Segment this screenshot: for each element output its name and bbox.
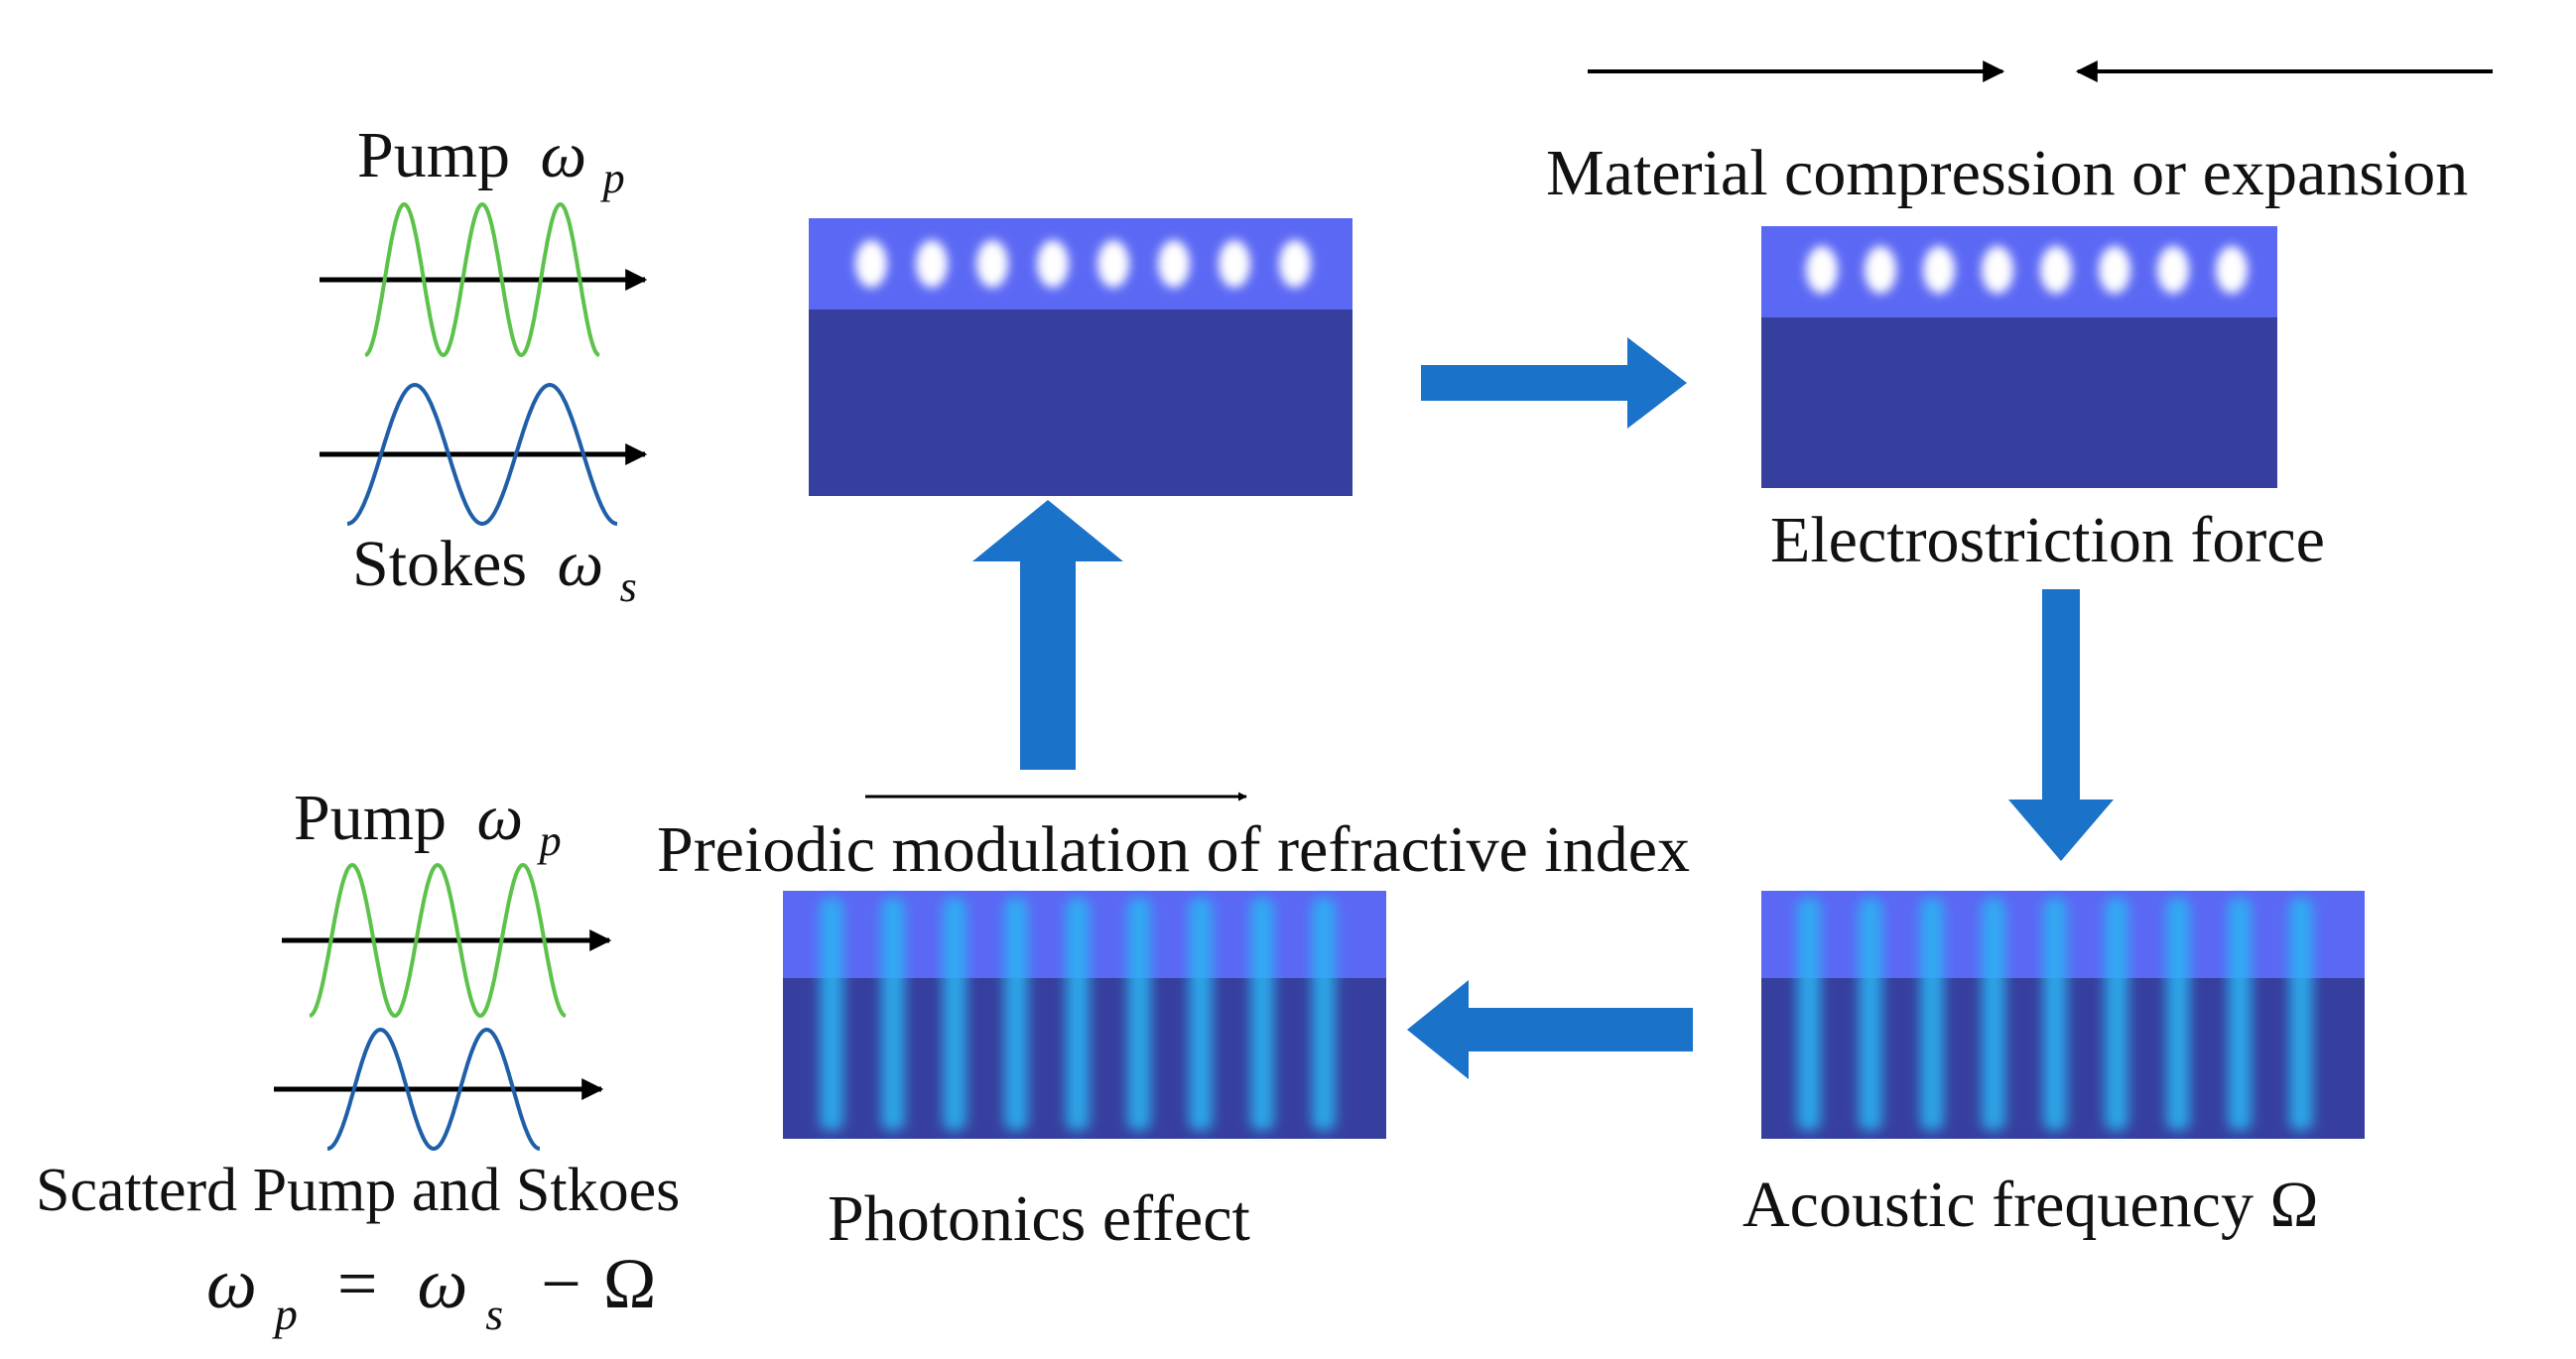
block-intensity-body — [809, 309, 1352, 496]
photonics-stripes — [820, 898, 1336, 1131]
scattered-waves: Pump ω p Scatterd Pump and Stkoes ω p = … — [36, 782, 680, 1345]
intensity-spot — [1279, 240, 1311, 288]
electrostriction-spot — [2040, 246, 2072, 294]
photonics-stripe — [1066, 898, 1090, 1131]
intensity-spot — [976, 240, 1008, 288]
stokes-top-wave — [346, 382, 618, 527]
intensity-spot — [855, 240, 887, 288]
intensity-spot — [1158, 240, 1190, 288]
pump-top-label: Pump ω p — [357, 119, 625, 202]
acoustic-stripe — [2228, 898, 2252, 1131]
intensity-spot — [916, 240, 948, 288]
input-waves: Pump ω p Stokes ω s — [320, 119, 648, 611]
electrostriction-spot — [1865, 246, 1896, 294]
pump-bottom-label: Pump ω p — [294, 782, 562, 865]
scattered-label: Scatterd Pump and Stkoes — [36, 1157, 680, 1224]
acoustic-stripe — [2289, 898, 2313, 1131]
block-acoustic — [1761, 891, 2365, 1139]
electrostriction-spot — [2157, 246, 2189, 294]
material-label: Material compression or expansion — [1546, 137, 2468, 209]
electrostriction-spot — [1982, 246, 2013, 294]
electrostriction-spot — [2216, 246, 2248, 294]
block-intensity — [809, 218, 1352, 496]
photonics-label: Photonics effect — [828, 1182, 1250, 1255]
preiodic-label: Preiodic modulation of refractive index — [657, 813, 1690, 886]
acoustic-label: Acoustic frequency Ω — [1742, 1169, 2319, 1241]
block-electrostriction — [1761, 226, 2277, 488]
stokes-bottom-wave — [326, 1027, 541, 1152]
flow-arrow-up — [972, 500, 1123, 770]
acoustic-stripe — [2166, 898, 2190, 1131]
intensity-spot — [1037, 240, 1069, 288]
frequency-equation: ω p = ω s − Ω — [206, 1244, 656, 1345]
acoustic-stripe — [2105, 898, 2128, 1131]
block-photonics — [783, 891, 1386, 1139]
acoustic-stripe — [1797, 898, 1821, 1131]
acoustic-stripe — [2043, 898, 2067, 1131]
block-electrostriction-top — [1761, 226, 2277, 317]
pump-top-wave — [364, 201, 600, 358]
photonics-stripe — [881, 898, 905, 1131]
acoustic-stripe — [1859, 898, 1882, 1131]
flow-arrow-down — [2008, 589, 2114, 861]
acoustic-stripe — [1982, 898, 2005, 1131]
block-intensity-top — [809, 218, 1352, 309]
photonics-stripe — [1127, 898, 1151, 1131]
flow-arrow-left — [1407, 980, 1693, 1079]
pump-bottom-wave — [309, 862, 567, 1019]
photonics-stripe — [943, 898, 966, 1131]
acoustic-stripes — [1797, 898, 2313, 1131]
stokes-label: Stokes ω s — [352, 528, 637, 611]
photonics-stripe — [1312, 898, 1336, 1131]
flow-arrow-right — [1421, 337, 1687, 429]
intensity-spot — [1097, 240, 1129, 288]
electrostriction-spot — [1806, 246, 1838, 294]
photonics-stripe — [1189, 898, 1213, 1131]
electrostriction-label: Electrostriction force — [1770, 504, 2325, 576]
intensity-spots — [855, 240, 1311, 288]
intensity-spot — [1219, 240, 1250, 288]
photonics-stripe — [820, 898, 843, 1131]
electrostriction-spot — [1923, 246, 1955, 294]
electrostriction-spots — [1806, 246, 2248, 294]
photonics-stripe — [1250, 898, 1274, 1131]
acoustic-stripe — [1920, 898, 1944, 1131]
electrostriction-spot — [2099, 246, 2130, 294]
block-electrostriction-body — [1761, 317, 2277, 488]
photonics-stripe — [1004, 898, 1028, 1131]
